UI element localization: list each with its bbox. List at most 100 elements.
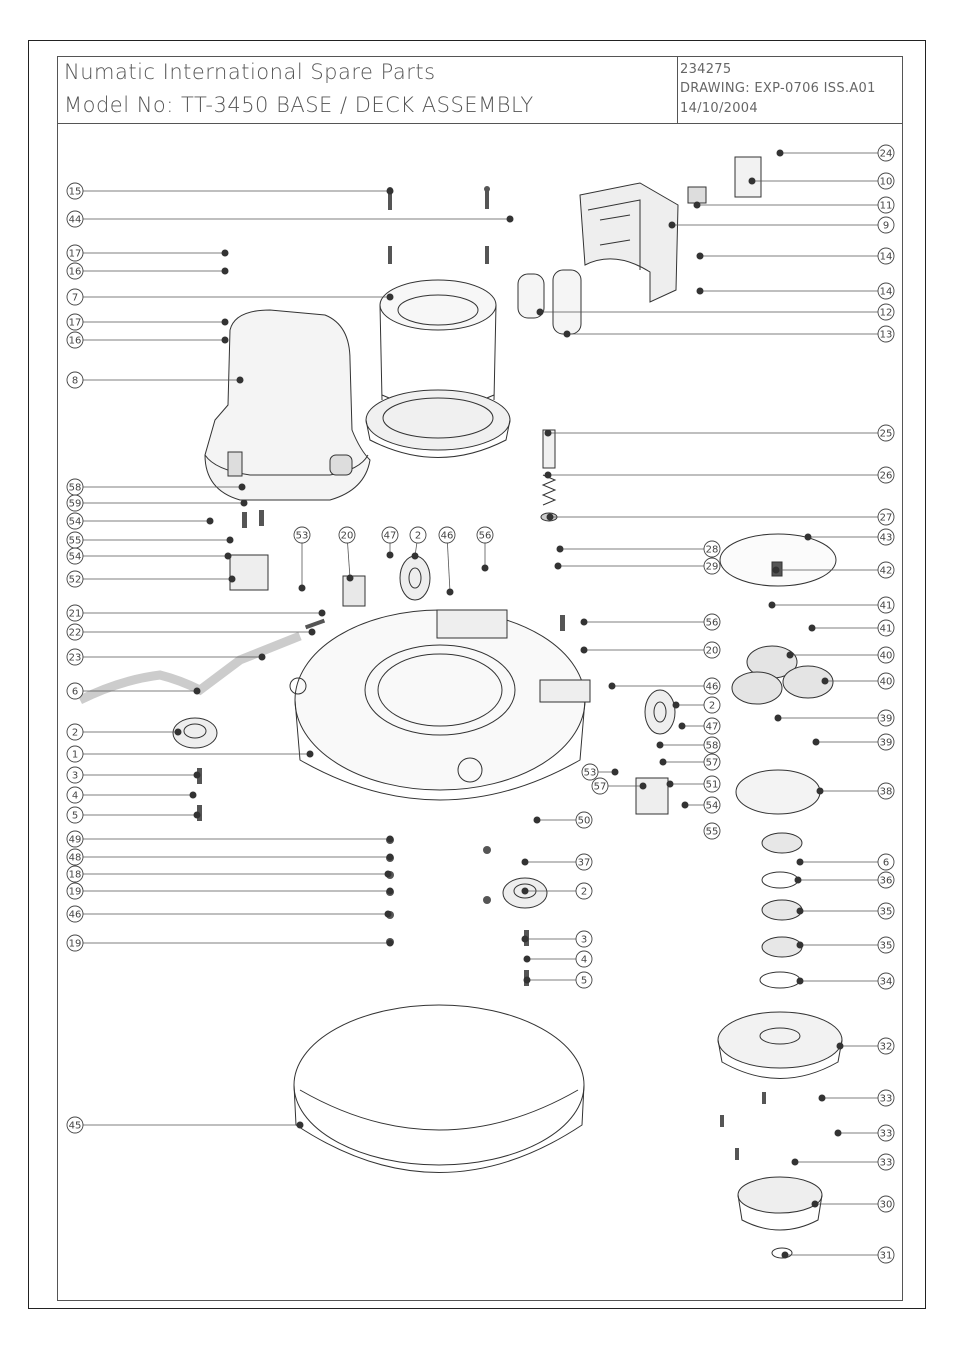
callout-label-left: 19 xyxy=(69,887,82,898)
callout-label-left: 52 xyxy=(69,575,82,586)
callout-circle xyxy=(703,613,721,631)
drawing-border xyxy=(57,56,903,1301)
callout-circle xyxy=(877,709,895,727)
callout-circle xyxy=(877,596,895,614)
part-number: 234275 xyxy=(680,62,732,77)
callout-label-right: 29 xyxy=(706,562,719,573)
callout-label-top: 56 xyxy=(479,531,492,542)
callout-circle xyxy=(575,882,593,900)
leader-dot xyxy=(556,545,564,553)
callout-circle xyxy=(877,144,895,162)
callout-circle xyxy=(877,733,895,751)
leader-dot xyxy=(836,1042,844,1050)
leader-dot xyxy=(774,714,782,722)
callout-circle xyxy=(66,865,84,883)
callout-label-right: 3 xyxy=(581,935,587,946)
callout-circle xyxy=(703,822,721,840)
callout-label-right: 55 xyxy=(706,827,719,838)
leader-dot xyxy=(639,782,647,790)
motor-cover-part xyxy=(204,309,371,501)
callout-circle xyxy=(66,570,84,588)
callout-label-right: 24 xyxy=(880,149,893,160)
gear-parts xyxy=(731,645,834,705)
leader-dot xyxy=(536,308,544,316)
callout-circle xyxy=(877,1037,895,1055)
callout-label-right: 14 xyxy=(880,287,893,298)
pad-plate-43-part xyxy=(719,533,837,587)
callout-circle xyxy=(66,371,84,389)
callout-label-left: 17 xyxy=(69,318,82,329)
leader-dot xyxy=(384,870,392,878)
wheel-top-part xyxy=(399,555,431,601)
callout-label-right: 57 xyxy=(594,782,607,793)
callout-label-top: 20 xyxy=(341,531,354,542)
callout-circle xyxy=(66,766,84,784)
callout-label-right: 33 xyxy=(880,1158,893,1169)
leader-dot xyxy=(226,536,234,544)
callout-label-right: 58 xyxy=(706,741,719,752)
callout-circle xyxy=(877,972,895,990)
drive-plate-38-part xyxy=(735,769,821,815)
callout-label-top: 53 xyxy=(296,531,309,542)
leader-dot xyxy=(678,722,686,730)
callout-circle xyxy=(877,508,895,526)
callout-label-left: 16 xyxy=(69,267,82,278)
callout-circle xyxy=(703,775,721,793)
callout-circle xyxy=(877,528,895,546)
callout-label-left: 16 xyxy=(69,336,82,347)
callout-circle xyxy=(703,736,721,754)
callout-label-right: 53 xyxy=(584,768,597,779)
callout-circle xyxy=(877,646,895,664)
leader-dot xyxy=(796,907,804,915)
callout-label-left: 46 xyxy=(69,910,82,921)
bearing-37-part xyxy=(761,832,803,854)
callout-circle xyxy=(877,561,895,579)
drawing-number: DRAWING: EXP-0706 ISS.A01 xyxy=(680,81,876,96)
left-callouts: 1544171671716858595455545221222362134549… xyxy=(66,182,514,1134)
bracket-housing-part xyxy=(579,182,679,303)
callout-circle xyxy=(877,172,895,190)
leader-dot xyxy=(786,651,794,659)
spring-26-part xyxy=(541,474,557,506)
callout-label-left: 21 xyxy=(69,609,82,620)
leader-dot xyxy=(580,646,588,654)
callout-circle xyxy=(877,1089,895,1107)
drawing-date: 14/10/2004 xyxy=(680,101,758,116)
leader-dot xyxy=(546,513,554,521)
callout-circle xyxy=(66,786,84,804)
leader-dot xyxy=(533,816,541,824)
callout-circle xyxy=(703,641,721,659)
callout-circle xyxy=(575,853,593,871)
leader-dot xyxy=(221,318,229,326)
bearing-35b-part xyxy=(761,936,803,958)
callout-circle xyxy=(66,331,84,349)
callout-circle xyxy=(575,930,593,948)
callout-label-right: 6 xyxy=(883,858,889,869)
callout-circle xyxy=(66,262,84,280)
leader-dot xyxy=(506,215,514,223)
leader-dot xyxy=(386,835,394,843)
callout-circle xyxy=(877,902,895,920)
leader-dot xyxy=(446,588,454,596)
leader-dot xyxy=(696,252,704,260)
callout-circle xyxy=(877,619,895,637)
leader-dot xyxy=(174,728,182,736)
callout-label-right: 41 xyxy=(880,601,893,612)
leader-dot xyxy=(554,562,562,570)
leader-dot xyxy=(193,811,201,819)
callout-circle xyxy=(877,936,895,954)
leader-dot xyxy=(659,758,667,766)
model-title: Model No: TT-3450 BASE / DECK ASSEMBLY xyxy=(64,93,534,117)
callout-label-right: 35 xyxy=(880,941,893,952)
callout-label-right: 46 xyxy=(706,682,719,693)
callout-circle xyxy=(66,244,84,262)
capacitor-parts xyxy=(517,269,582,335)
leader-dot xyxy=(791,1158,799,1166)
callout-circle xyxy=(877,424,895,442)
callout-label-left: 44 xyxy=(69,215,82,226)
callout-label-right: 32 xyxy=(880,1042,893,1053)
switch-11-part xyxy=(687,186,707,204)
